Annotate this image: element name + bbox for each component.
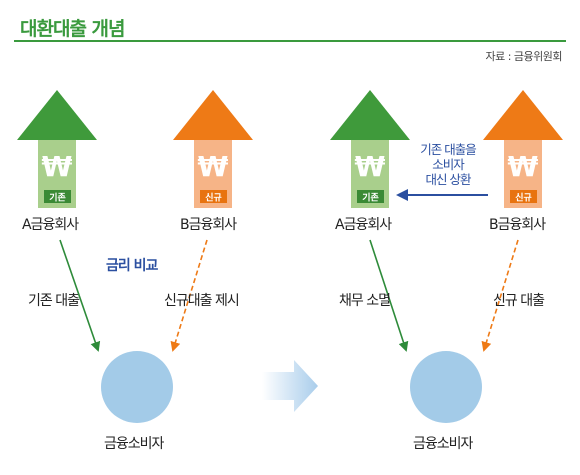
bank-b-name-right: B금융회사 (489, 217, 546, 233)
title-underline (14, 40, 566, 42)
new-loan-offer-label: 신규대출 제시 (164, 293, 240, 309)
new-loan-arrow (481, 239, 519, 352)
won-symbol-icon: ₩ (355, 150, 386, 183)
won-symbol-icon: ₩ (508, 150, 539, 183)
bank-a-tag-right: 기존 (362, 192, 379, 204)
bank-a-tag: 기존 (49, 192, 66, 204)
bank-b-tag-box (200, 190, 227, 203)
bank-a-tag-box (44, 190, 71, 203)
source-note: 자료 : 금융위원회 (485, 50, 562, 63)
debt-extinguish-label: 채무 소멸 (339, 293, 391, 309)
bank-a-roof (17, 90, 97, 140)
consumer-circle-right (410, 351, 482, 423)
bank-b-tag: 신규 (205, 192, 222, 204)
bank-a-house: ₩ 기존 (17, 90, 97, 208)
consumer-label-left: 금융소비자 (104, 436, 164, 452)
bank-b-name: B금융회사 (180, 217, 237, 233)
bank-b-house: ₩ 신규 (173, 90, 253, 208)
rate-compare-label: 금리 비교 (106, 258, 158, 274)
repay-note-line-1: 기존 대출을 (420, 142, 476, 157)
existing-loan-arrow (59, 239, 101, 352)
consumer-label-right: 금융소비자 (413, 436, 473, 452)
won-symbol-icon: ₩ (42, 150, 73, 183)
bank-a-name-right: A금융회사 (335, 217, 392, 233)
repay-note-line-2: 소비자 (432, 157, 465, 172)
bank-b-tag-right: 신규 (515, 192, 532, 204)
won-symbol-icon: ₩ (198, 150, 229, 183)
debt-extinguish-arrow (369, 239, 409, 352)
repay-note-line-3: 대신 상환 (425, 172, 472, 187)
new-loan-offer-arrow (170, 239, 208, 352)
bank-a-house-right: ₩ 기존 (330, 90, 410, 208)
new-loan-label: 신규 대출 (493, 293, 545, 309)
bank-b-house-right: ₩ 신규 (483, 90, 563, 208)
page-title: 대환대출 개념 (20, 18, 125, 40)
repay-note: 기존 대출을 소비자 대신 상환 (408, 142, 488, 187)
transition-arrow-icon (262, 360, 318, 412)
bank-b-roof (173, 90, 253, 140)
existing-loan-label: 기존 대출 (28, 293, 80, 309)
bank-a-name: A금융회사 (22, 217, 79, 233)
consumer-circle-left (101, 351, 173, 423)
